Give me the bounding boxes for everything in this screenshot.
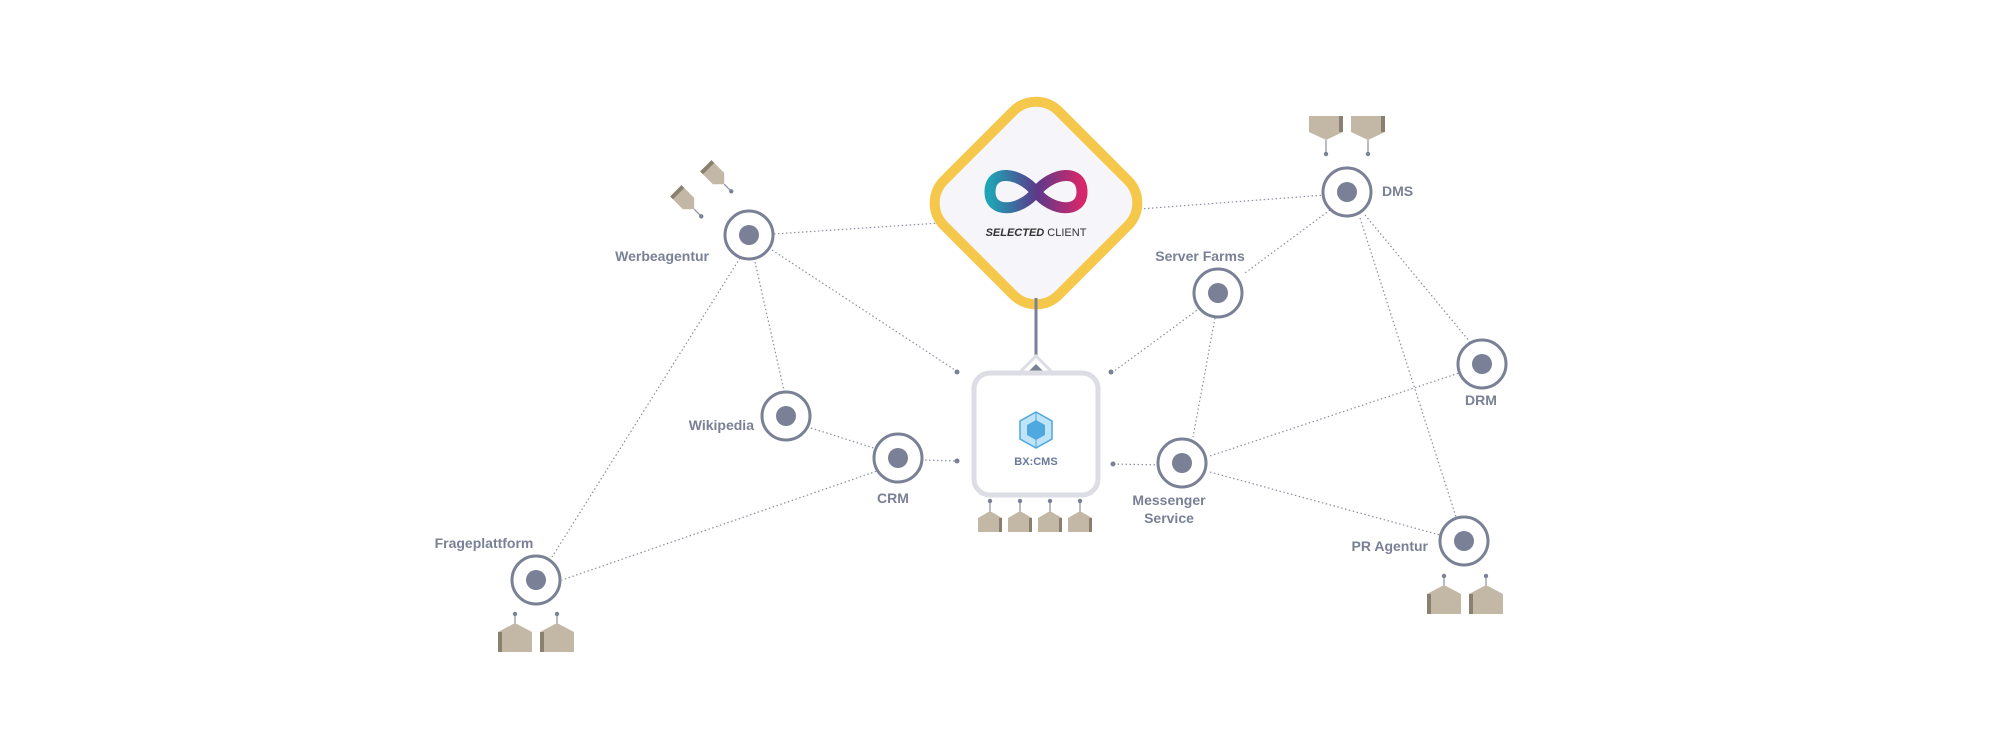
connection-dms-pragentur (1359, 217, 1458, 521)
connections (551, 194, 1471, 581)
svg-text:SELECTED CLIENT: SELECTED CLIENT (986, 227, 1087, 239)
device-icon (1469, 573, 1503, 614)
cms-endpoints (954, 369, 1116, 467)
endpoint-dot (1110, 461, 1116, 467)
connection-werbeagentur-frageplattform (551, 257, 741, 558)
cube-icon (1019, 411, 1053, 449)
device-icon (700, 160, 734, 194)
client-cms-connector (1016, 298, 1056, 374)
connection-werbeagentur-wikipedia (754, 261, 786, 396)
device-icon (1038, 498, 1062, 532)
label-messenger-line1: Messenger (1132, 492, 1206, 508)
device-icon (1309, 116, 1343, 157)
label-dms: DMS (1382, 183, 1413, 199)
connection-dms-drm (1364, 214, 1471, 343)
connection-serverfarms-cms (1112, 307, 1201, 373)
label-crm: CRM (877, 490, 909, 506)
device-icon (540, 611, 574, 652)
node-pr-agentur[interactable]: PR Agentur (1352, 515, 1503, 614)
node-wikipedia[interactable]: Wikipedia (689, 390, 812, 442)
connection-messenger-pragentur (1209, 471, 1441, 536)
node-crm[interactable]: CRM (872, 432, 924, 506)
device-icon (670, 185, 704, 219)
label-messenger-line2: Service (1144, 510, 1194, 526)
device-icon (978, 498, 1002, 532)
label-pr-agentur: PR Agentur (1352, 538, 1429, 554)
connection-serverfarms-messenger (1192, 317, 1216, 438)
label-werbeagentur: Werbeagentur (615, 248, 709, 264)
cms-label: BX:CMS (1014, 456, 1057, 468)
label-wikipedia: Wikipedia (689, 417, 754, 433)
device-icon (498, 611, 532, 652)
node-werbeagentur[interactable]: Werbeagentur (615, 160, 775, 264)
client-frame (929, 96, 1143, 310)
infinity-logo-icon (984, 170, 1088, 214)
client-brand-rest: CLIENT (1044, 227, 1086, 239)
node-frageplattform[interactable]: Frageplattform (435, 535, 574, 652)
device-icon (1068, 498, 1092, 532)
label-server-farms: Server Farms (1155, 248, 1245, 264)
connection-drm-messenger (1209, 371, 1463, 457)
connection-werbeagentur-client (757, 221, 956, 236)
connection-crm-cms (924, 459, 956, 462)
connection-wikipedia-crm (810, 427, 881, 451)
node-server-farms[interactable]: Server Farms (1155, 248, 1245, 319)
device-icon (1427, 573, 1461, 614)
connection-client-dms (1139, 194, 1326, 210)
connection-crm-frageplattform (561, 469, 881, 581)
device-icon (1008, 498, 1032, 532)
label-drm: DRM (1465, 392, 1497, 408)
selected-client[interactable]: SELECTED CLIENT (921, 88, 1150, 317)
connection-werbeagentur-cms (771, 249, 956, 371)
endpoint-dot (954, 458, 960, 464)
connection-messenger-cms (1112, 463, 1164, 466)
endpoint-dot (954, 369, 960, 375)
node-drm[interactable]: DRM (1456, 338, 1508, 408)
cms-box[interactable]: BX:CMS (971, 370, 1101, 498)
endpoint-dot (1108, 369, 1114, 375)
label-frageplattform: Frageplattform (435, 535, 534, 551)
node-dms[interactable]: DMS (1309, 116, 1413, 218)
cms-devices (978, 498, 1092, 532)
device-icon (1351, 116, 1385, 157)
node-messenger-service[interactable]: Messenger Service (1132, 437, 1208, 526)
client-brand-bold: SELECTED (986, 227, 1045, 239)
connection-dms-serverfarms (1244, 209, 1331, 274)
